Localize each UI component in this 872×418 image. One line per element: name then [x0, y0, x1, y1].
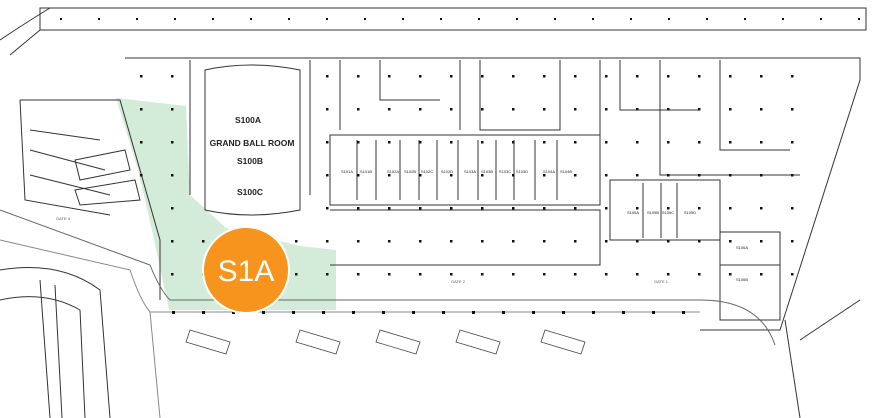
coach-icon — [455, 329, 501, 355]
gate-1-label: GATE 1 — [654, 279, 669, 284]
coach-icon — [375, 329, 421, 355]
meeting-rooms-row1: S101A S101B S102A S102B S102C S102D S103A S103B… — [341, 169, 572, 174]
coach-icon — [540, 329, 586, 355]
room-s103a[interactable]: S103A — [464, 169, 476, 174]
gate-4-label: GATE 4 — [56, 216, 71, 221]
building-outlines — [0, 7, 867, 418]
room-s105c[interactable]: S105C — [662, 210, 674, 215]
room-s100b[interactable]: S100B — [237, 156, 263, 166]
room-s102c[interactable]: S102C — [421, 169, 433, 174]
gate-2-label: GATE 2 — [451, 279, 466, 284]
room-s105a[interactable]: S105A — [627, 210, 639, 215]
room-s106b[interactable]: S106B — [736, 277, 748, 282]
room-s103d[interactable]: S103D — [516, 169, 528, 174]
room-s100a[interactable]: S100A — [235, 115, 261, 125]
room-s102a[interactable]: S102A — [387, 169, 399, 174]
coach-icon — [295, 329, 341, 355]
parked-coaches — [185, 329, 586, 355]
room-s100c[interactable]: S100C — [237, 187, 263, 197]
room-s105d[interactable]: S105D — [684, 210, 696, 215]
room-s102d[interactable]: S102D — [441, 169, 453, 174]
room-s102b[interactable]: S102B — [404, 169, 416, 174]
coach-icon — [185, 329, 231, 355]
room-s103b[interactable]: S103B — [481, 169, 493, 174]
room-s101b[interactable]: S101B — [360, 169, 372, 174]
room-s106a[interactable]: S106A — [736, 245, 748, 250]
room-s101a[interactable]: S101A — [341, 169, 353, 174]
room-s104b[interactable]: S104B — [560, 169, 572, 174]
zone-marker-s1a[interactable]: S1A — [202, 226, 290, 314]
room-s104a[interactable]: S104A — [543, 169, 555, 174]
grand-ballroom-label: GRAND BALL ROOM — [210, 138, 295, 148]
room-s105b[interactable]: S105B — [647, 210, 659, 215]
room-s103c[interactable]: S103C — [499, 169, 511, 174]
zone-marker-label: S1A — [218, 255, 275, 288]
